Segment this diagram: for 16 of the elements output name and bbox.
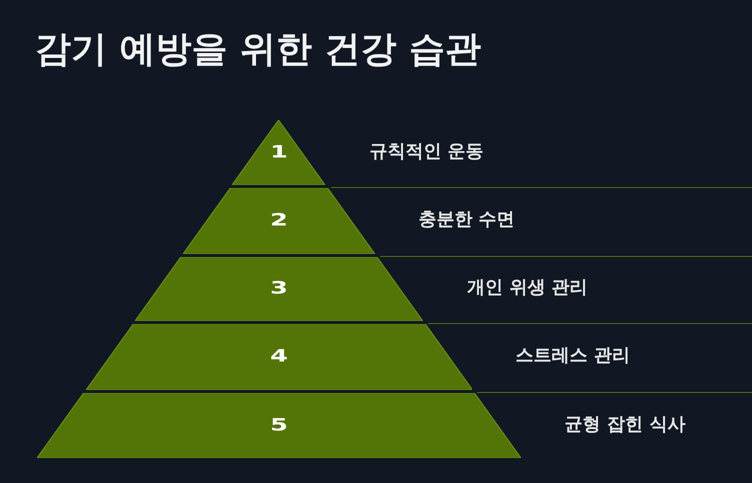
- tier-label: 개인 위생 관리: [467, 277, 588, 299]
- tier-label: 스트레스 관리: [516, 345, 630, 367]
- tier-number: 2: [270, 212, 288, 230]
- tier-number: 1: [270, 144, 288, 161]
- title: 감기 예방을 위한 건강 습관: [35, 28, 482, 72]
- tier-label: 충분한 수면: [418, 209, 515, 231]
- tier-number: 5: [270, 417, 288, 434]
- pyramid-tier: [135, 257, 423, 321]
- tier-label: 균형 잡힌 식사: [564, 414, 686, 436]
- pyramid-tier: [232, 120, 326, 185]
- pyramid-tier: [86, 324, 472, 390]
- pyramid-tier: [183, 188, 375, 254]
- tier-number: 3: [270, 280, 288, 298]
- tier-number: 4: [270, 348, 288, 366]
- pyramid-tier: [37, 393, 521, 458]
- tier-label: 규칙적인 운동: [369, 140, 484, 162]
